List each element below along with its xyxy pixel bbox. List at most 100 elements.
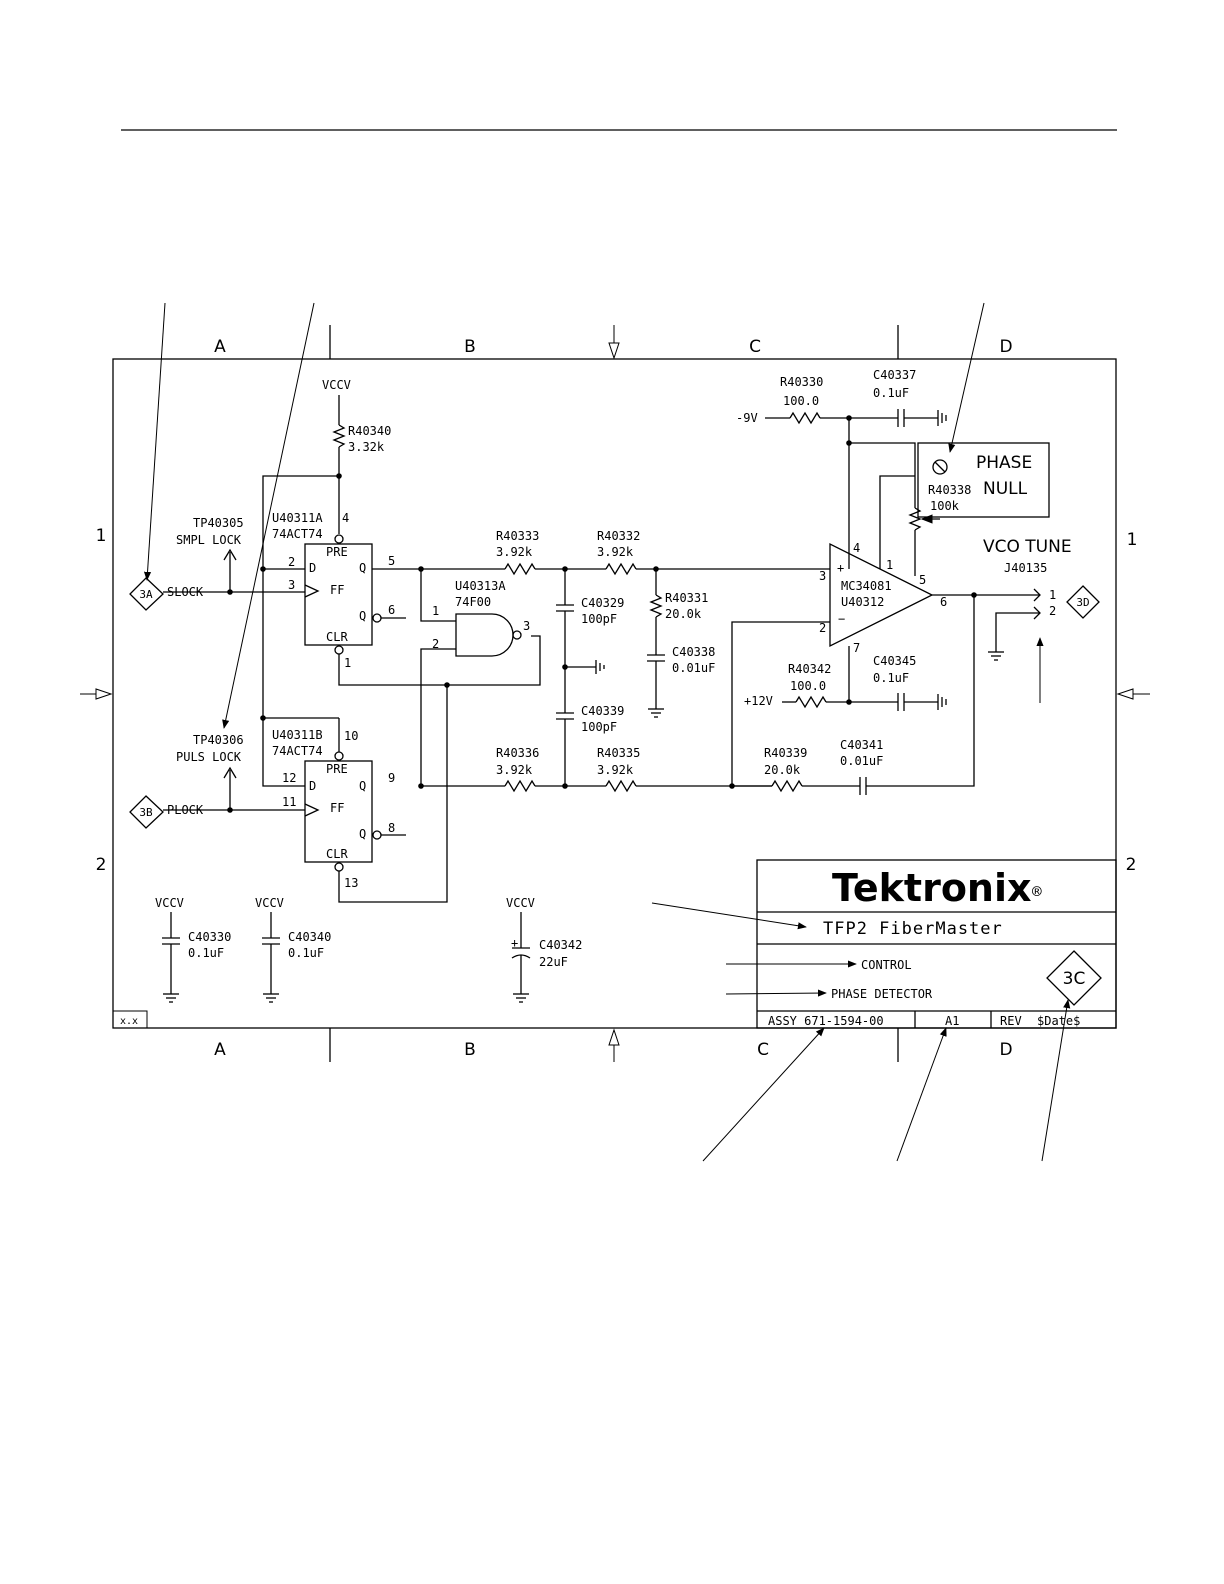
zone-top-c: C bbox=[749, 337, 761, 357]
vccv-label-c40330: VCCV bbox=[155, 896, 184, 910]
u40311b-pre: PRE bbox=[326, 762, 348, 776]
c40345-value: 0.1uF bbox=[873, 671, 909, 685]
u40311b-qbar: Q bbox=[359, 827, 366, 841]
u40313a-pin1: 1 bbox=[432, 604, 439, 618]
c40341-value: 0.01uF bbox=[840, 754, 883, 768]
c40342-value: 22uF bbox=[539, 955, 568, 969]
u40311b-ref: U40311B bbox=[272, 728, 323, 742]
r40333-value: 3.92k bbox=[496, 545, 533, 559]
c40339-ref: C40339 bbox=[581, 704, 624, 718]
product-title: TFP2 FiberMaster bbox=[823, 919, 1003, 939]
r40340-resistor bbox=[332, 395, 346, 534]
r40331-ref: R40331 bbox=[665, 591, 708, 605]
tektronix-logo: Tektronix bbox=[832, 866, 1032, 910]
r40342-ref: R40342 bbox=[788, 662, 831, 676]
zone-top-d: D bbox=[999, 337, 1012, 357]
u40311a-qbar: Q bbox=[359, 609, 366, 623]
u40311a-q: Q bbox=[359, 561, 366, 575]
r40335-value: 3.92k bbox=[597, 763, 634, 777]
left-wiring bbox=[163, 475, 541, 903]
u40311a-pin4: 4 bbox=[342, 511, 349, 525]
vco-tune-output bbox=[988, 588, 1041, 661]
zone-bottom-d: D bbox=[999, 1040, 1012, 1060]
zone-top-a: A bbox=[214, 337, 226, 357]
r40339-ref: R40339 bbox=[764, 746, 807, 760]
plock-net-label: PLOCK bbox=[167, 803, 204, 817]
u40311b-pin12: 12 bbox=[282, 771, 296, 785]
u40312-ref: U40312 bbox=[841, 595, 884, 609]
c40337-ref: C40337 bbox=[873, 368, 916, 382]
u40311b-pin10: 10 bbox=[344, 729, 358, 743]
u40311a-pin2: 2 bbox=[288, 555, 295, 569]
pos12v-label: +12V bbox=[744, 694, 773, 708]
u40311b-clr: CLR bbox=[326, 847, 348, 861]
feedback-network bbox=[732, 595, 975, 795]
phase-null-line2: NULL bbox=[983, 479, 1028, 499]
tp40306-name: PULS LOCK bbox=[176, 750, 242, 764]
u40312-pin2: 2 bbox=[819, 621, 826, 635]
j40135-ref: J40135 bbox=[1004, 561, 1047, 575]
tp40305-ref: TP40305 bbox=[193, 516, 244, 530]
u40313a-pin3: 3 bbox=[523, 619, 530, 633]
u40312-minus: − bbox=[838, 612, 845, 626]
pos-supply-network bbox=[782, 646, 947, 711]
u40311b-part: 74ACT74 bbox=[272, 744, 323, 758]
c40338-value: 0.01uF bbox=[672, 661, 715, 675]
u40311a-ff: FF bbox=[330, 583, 344, 597]
r40330-value: 100.0 bbox=[783, 394, 819, 408]
zone-left-2: 2 bbox=[96, 855, 107, 875]
c40339-value: 100pF bbox=[581, 720, 617, 734]
offpage-3d-diamond bbox=[1066, 585, 1100, 619]
zone-top-b: B bbox=[464, 337, 476, 357]
u40313a-pin2: 2 bbox=[432, 637, 439, 651]
u40311a-clr: CLR bbox=[326, 630, 348, 644]
c40340-ref: C40340 bbox=[288, 930, 331, 944]
vccv-label-c40340: VCCV bbox=[255, 896, 284, 910]
offpage-3b-label: 3B bbox=[139, 806, 153, 819]
u40312-pin6: 6 bbox=[940, 595, 947, 609]
vccv-label-top: VCCV bbox=[322, 378, 351, 392]
u40312-opamp bbox=[731, 542, 1040, 786]
u40312-pin4: 4 bbox=[853, 541, 860, 555]
r40332-value: 3.92k bbox=[597, 545, 634, 559]
u40311a-d: D bbox=[309, 561, 316, 575]
r40333-ref: R40333 bbox=[496, 529, 539, 543]
r40331-value: 20.0k bbox=[665, 607, 702, 621]
u40311b-pin11: 11 bbox=[282, 795, 296, 809]
title-block bbox=[756, 859, 1117, 1029]
j40135-pin2: 2 bbox=[1049, 604, 1056, 618]
offpage-3a-label: 3A bbox=[139, 588, 153, 601]
slock-net-label: SLOCK bbox=[167, 585, 204, 599]
zone-bottom-a: A bbox=[214, 1040, 226, 1060]
rev-date: $Date$ bbox=[1037, 1014, 1080, 1028]
u40312-pin1: 1 bbox=[886, 558, 893, 572]
c40329-ref: C40329 bbox=[581, 596, 624, 610]
r40342-value: 100.0 bbox=[790, 679, 826, 693]
u40312-part: MC34081 bbox=[841, 579, 892, 593]
r40336-ref: R40336 bbox=[496, 746, 539, 760]
corner-code: x.x bbox=[120, 1016, 138, 1027]
u40313a-nand-gate bbox=[372, 568, 522, 786]
u40311a-pre: PRE bbox=[326, 545, 348, 559]
u40311a-pin5: 5 bbox=[388, 554, 395, 568]
offpage-3d-label: 3D bbox=[1076, 596, 1089, 609]
decoupling-caps bbox=[162, 912, 531, 1003]
tp40306-ref: TP40306 bbox=[193, 733, 244, 747]
drawing-size: A1 bbox=[945, 1014, 959, 1028]
r40338-potentiometer bbox=[908, 442, 1050, 576]
c40329-value: 100pF bbox=[581, 612, 617, 626]
r40330-ref: R40330 bbox=[780, 375, 823, 389]
r40340-ref: R40340 bbox=[348, 424, 391, 438]
callout-leaders bbox=[143, 302, 1071, 1162]
zone-bottom-c: C bbox=[757, 1040, 769, 1060]
tp40305-name: SMPL LOCK bbox=[176, 533, 242, 547]
r40332-ref: R40332 bbox=[597, 529, 640, 543]
zone-right-2: 2 bbox=[1126, 855, 1137, 875]
u40312-plus: + bbox=[837, 561, 844, 575]
zone-right-1: 1 bbox=[1127, 530, 1138, 550]
u40312-pin5: 5 bbox=[919, 573, 926, 587]
c40337-value: 0.1uF bbox=[873, 386, 909, 400]
tektronix-reg-mark: ® bbox=[1032, 882, 1042, 901]
c40330-value: 0.1uF bbox=[188, 946, 224, 960]
u40311b-pin8: 8 bbox=[388, 821, 395, 835]
